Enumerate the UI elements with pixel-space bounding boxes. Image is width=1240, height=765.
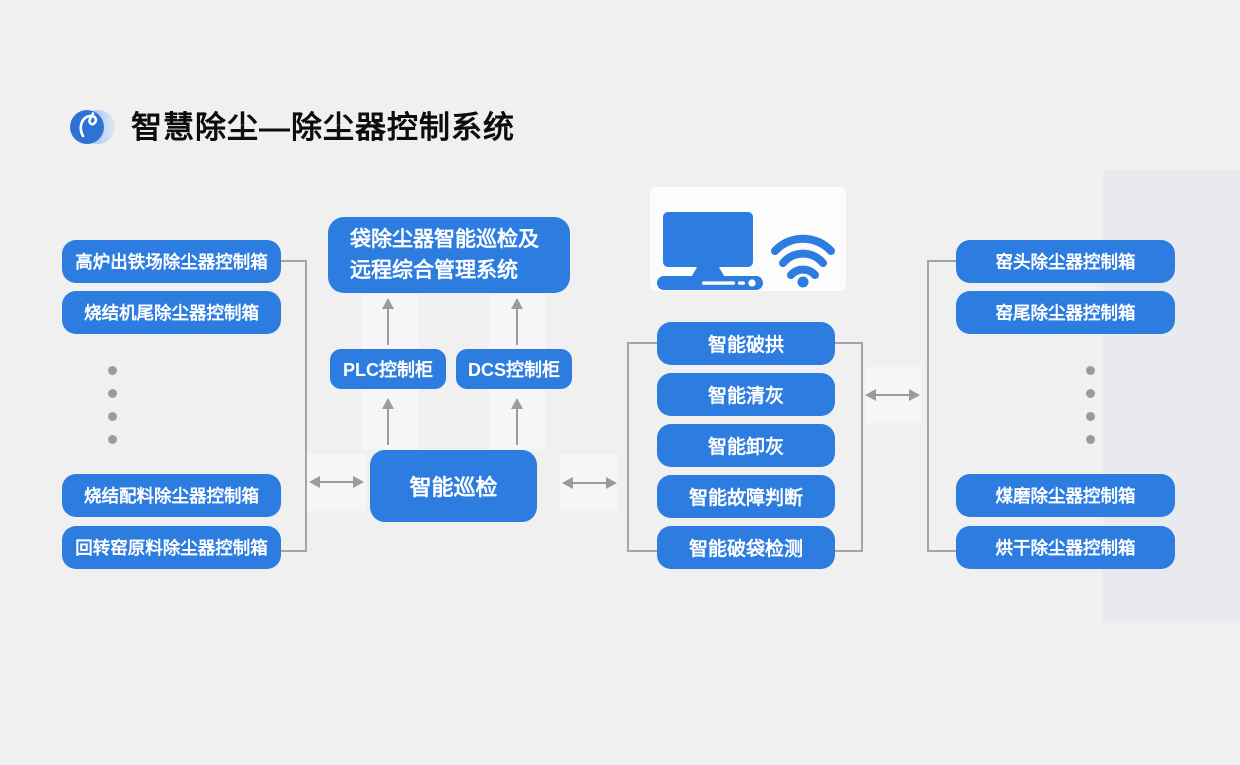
node-sinter-tail: 烧结机尾除尘器控制箱 — [62, 291, 281, 334]
ellipsis-dot — [108, 366, 117, 375]
node-kiln-head: 窑头除尘器控制箱 — [956, 240, 1175, 283]
up-arrow-icon — [382, 398, 394, 445]
functions-left-connector — [627, 342, 659, 552]
node-smart-fault-diagnosis: 智能故障判断 — [657, 475, 835, 518]
node-rotary-kiln-raw-material: 回转窑原料除尘器控制箱 — [62, 526, 281, 569]
double-arrow-icon — [562, 477, 617, 489]
ellipsis-dot — [1086, 412, 1095, 421]
ellipsis-dot — [1086, 435, 1095, 444]
node-smart-ash-cleaning: 智能清灰 — [657, 373, 835, 416]
management-system-line1: 袋除尘器智能巡检及 — [350, 228, 539, 251]
ellipsis-dot — [1086, 366, 1095, 375]
node-smart-arch-breaking: 智能破拱 — [657, 322, 835, 365]
functions-right-connector — [833, 342, 863, 552]
page-title: 智慧除尘—除尘器控制系统 — [131, 110, 515, 145]
node-sinter-batching: 烧结配料除尘器控制箱 — [62, 474, 281, 517]
wifi-icon — [771, 234, 835, 279]
node-blast-furnace-casthouse: 高炉出铁场除尘器控制箱 — [62, 240, 281, 283]
double-arrow-icon — [865, 389, 920, 401]
ellipsis-dot — [108, 412, 117, 421]
left-group-connector — [281, 260, 307, 552]
ellipsis-dot — [1086, 389, 1095, 398]
up-arrow-icon — [382, 298, 394, 345]
node-smart-inspection: 智能巡检 — [370, 450, 537, 522]
node-dcs-cabinet: DCS控制柜 — [456, 349, 572, 389]
right-group-connector — [927, 260, 958, 552]
node-coal-mill: 煤磨除尘器控制箱 — [956, 474, 1175, 517]
up-arrow-icon — [511, 298, 523, 345]
ellipsis-dot — [108, 435, 117, 444]
computer-icon — [657, 212, 763, 290]
up-arrow-icon — [511, 398, 523, 445]
management-system-line2: 远程综合管理系统 — [350, 259, 518, 282]
node-drying: 烘干除尘器控制箱 — [956, 526, 1175, 569]
node-kiln-tail: 窑尾除尘器控制箱 — [956, 291, 1175, 334]
swirl-logo-icon — [68, 104, 116, 150]
ellipsis-dot — [108, 389, 117, 398]
double-arrow-icon — [309, 476, 364, 488]
computer-wifi-card — [650, 187, 846, 291]
node-plc-cabinet: PLC控制柜 — [330, 349, 446, 389]
node-management-system: 袋除尘器智能巡检及 远程综合管理系统 — [328, 217, 570, 293]
node-smart-bag-break-detection: 智能破袋检测 — [657, 526, 835, 569]
node-smart-ash-unloading: 智能卸灰 — [657, 424, 835, 467]
